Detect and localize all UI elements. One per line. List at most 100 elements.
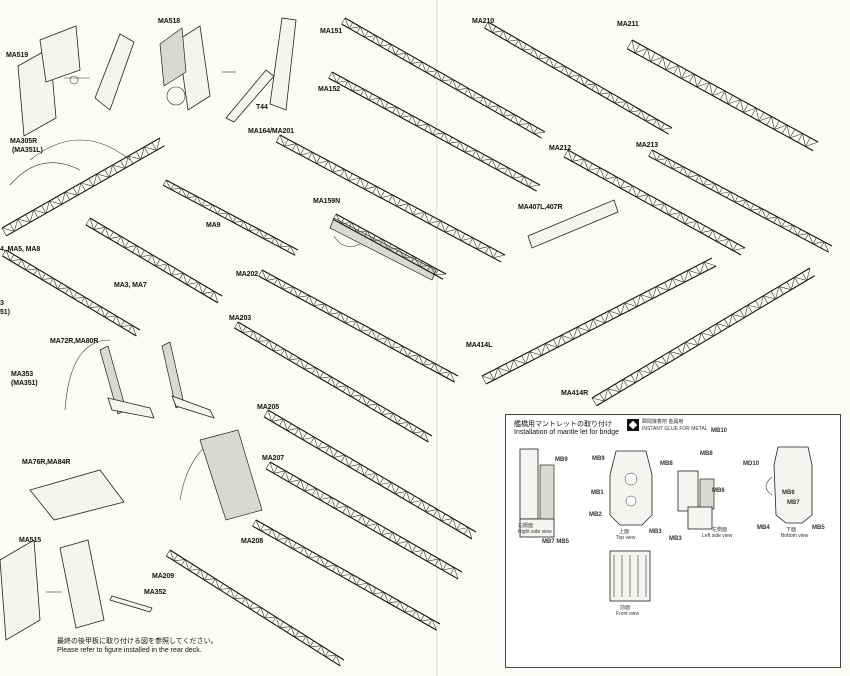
ma212-girder: [563, 149, 746, 256]
label-t44: T44: [256, 104, 268, 111]
label-mb9-top: MB9: [592, 456, 605, 462]
label-mb8-left: MB8: [700, 451, 713, 457]
ma203-girder: [234, 321, 433, 443]
label-ma351l: (MA351L): [12, 147, 43, 154]
label-mb1: MB1: [591, 490, 604, 496]
inset-views-drawing: [519, 446, 813, 602]
label-mb7: MB7: [787, 500, 800, 506]
caption-front-en: Front view: [616, 611, 640, 617]
ma213-girder: [648, 149, 833, 253]
label-ma519: MA519: [6, 52, 29, 59]
caption-left-jp: 左側面: [712, 527, 728, 533]
caption-right-en: Right side view: [518, 529, 552, 535]
ma159n-drawing: [329, 217, 437, 281]
label-ma305r: MA305R: [10, 138, 38, 145]
ma414l-girder: [481, 257, 717, 385]
label-ma205: MA205: [257, 404, 280, 411]
ma519-plate-drawing: [17, 25, 90, 137]
label-mb2: MB2: [589, 512, 602, 518]
ma202-girder: [258, 269, 459, 383]
ma518-drawing: [159, 17, 297, 111]
footer-note-jp: 最終の後甲板に取り付ける図を参照してください。: [57, 638, 218, 645]
label-ma76r: MA76R,MA84R: [22, 459, 71, 466]
label-ma203: MA203: [229, 315, 252, 322]
label-ma518: MA518: [158, 18, 181, 25]
label-mb3-top: MB3: [649, 529, 662, 535]
label-left3: 3: [0, 300, 4, 307]
label-ma207: MA207: [262, 455, 285, 462]
label-mb6-left: MB6: [712, 488, 725, 494]
glue-note-en: INSTANT GLUE FOR METAL: [642, 426, 708, 432]
glue-icon: [627, 419, 639, 431]
label-ma9: MA9: [206, 222, 221, 229]
caption-front-jp: 前面: [620, 605, 631, 611]
label-ma152: MA152: [318, 86, 341, 93]
label-ma208: MA208: [241, 538, 264, 545]
label-ma4: 4, MA5, MA8: [0, 246, 41, 253]
ma414r-girder: [591, 267, 815, 407]
page-fold: [436, 0, 438, 676]
ma519-plate-2: [94, 33, 135, 111]
ma207-girder: [265, 461, 463, 580]
label-ma414r: MA414R: [561, 390, 589, 397]
ma305-girder: [1, 137, 165, 237]
caption-top-jp: 上面: [619, 529, 630, 535]
caption-left-en: Left side view: [702, 533, 733, 539]
label-ma209: MA209: [152, 573, 175, 580]
caption-top-en: Top view: [616, 535, 636, 541]
label-mb6-bottom: MB6: [782, 490, 795, 496]
inset-title-jp: 艦橋用マントレットの取り付け: [514, 421, 612, 428]
label-ma159n: MA159N: [313, 198, 341, 205]
label-ma212: MA212: [549, 145, 572, 152]
label-ma407: MA407L,407R: [518, 204, 563, 211]
label-mb3-left: MB3: [669, 536, 682, 542]
ma205-girder: [263, 409, 477, 540]
ma210-girder: [484, 21, 673, 135]
ma305-arc: [29, 139, 131, 161]
label-mb10: MB10: [711, 428, 728, 434]
label-ma211: MA211: [617, 21, 639, 28]
ma152-girder: [328, 71, 541, 192]
label-mb8-top: MB8: [660, 461, 673, 467]
label-ma213: MA213: [636, 142, 659, 149]
ma159-girder: [332, 213, 447, 280]
label-mb5: MB5: [812, 525, 825, 531]
glue-note-jp: 瞬間接着剤 金属用: [642, 419, 684, 425]
caption-bottom-jp: 下面: [786, 527, 797, 533]
label-ma151: MA151: [320, 28, 343, 35]
label-ma3: MA3, MA7: [114, 282, 147, 289]
label-ma353: MA353: [11, 371, 34, 378]
ma407-drawing: [527, 199, 619, 249]
t44-drawing: [225, 69, 275, 123]
ma151-girder: [341, 17, 546, 139]
ma72-frame-drawing: [64, 339, 215, 419]
label-ma164: MA164/MA201: [248, 128, 294, 135]
ma209-girder: [165, 549, 345, 667]
ma515-drawing: [0, 539, 153, 641]
label-ma72r: MA72R,MA80R: [50, 338, 99, 345]
ma164-girder: [275, 134, 506, 263]
ma9-girder: [162, 179, 299, 256]
ma211-girder: [626, 39, 819, 152]
inset-title-en: Installation of mantle let for bridge: [514, 429, 620, 436]
footer-note-en: Please refer to figure installed in the …: [57, 647, 202, 654]
label-ma352: MA352: [144, 589, 167, 596]
label-mb4: MB4: [757, 525, 770, 531]
ma3-girder: [85, 217, 223, 304]
label-md10: MD10: [743, 461, 760, 467]
mantlet-inset: 艦橋用マントレットの取り付け Installation of mantle le…: [505, 414, 841, 668]
ma208-girder: [252, 519, 441, 631]
label-mb9-right: MB9: [555, 457, 568, 463]
caption-bottom-en: Bottom view: [781, 533, 809, 539]
label-ma414l: MA414L: [466, 342, 493, 349]
label-left51: 51): [0, 309, 10, 316]
caption-right-jp: 右側面: [518, 523, 534, 529]
label-ma515: MA515: [19, 537, 42, 544]
label-ma210: MA210: [472, 18, 495, 25]
label-ma351: (MA351): [11, 380, 38, 387]
label-ma202: MA202: [236, 271, 259, 278]
ma4-girder: [2, 249, 141, 337]
label-mb7-mb5: MB7 MB5: [542, 539, 570, 545]
ma76-frame-drawing: [29, 429, 263, 521]
